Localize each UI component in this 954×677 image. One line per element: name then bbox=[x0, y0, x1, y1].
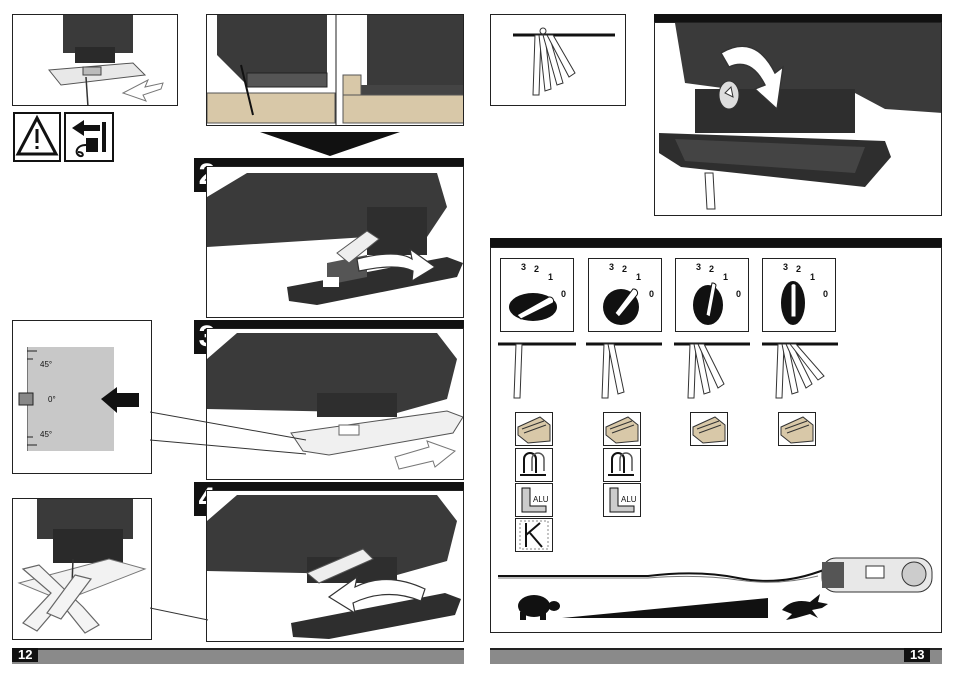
mode-card-1: 3 2 1 0 bbox=[588, 258, 662, 332]
orbit-panel-header-bar bbox=[654, 14, 942, 22]
dial-number-3: 3 bbox=[783, 262, 789, 272]
footer-left bbox=[12, 648, 464, 664]
alu-label: ALU bbox=[621, 495, 637, 504]
blade-orbit-illustration bbox=[513, 27, 615, 96]
orbit-lever-1-icon bbox=[603, 288, 639, 325]
material-wood-icon bbox=[603, 412, 641, 446]
bevel-scale-ticks bbox=[18, 350, 139, 446]
material-aluminium-icon: ALU bbox=[603, 483, 641, 517]
warning-triangle-icon bbox=[13, 112, 61, 162]
unplug-icon bbox=[64, 112, 114, 162]
dial-number-1: 1 bbox=[810, 272, 816, 282]
orbit-chart-header-bar bbox=[490, 238, 942, 247]
orbit-lever-0-icon bbox=[509, 293, 557, 321]
base-on-workpiece-illustration bbox=[207, 15, 463, 125]
step4-illustration bbox=[207, 495, 461, 639]
step3-illustration bbox=[207, 333, 463, 470]
dial-number-3: 3 bbox=[696, 262, 702, 272]
base-on-workpiece-panel bbox=[206, 14, 464, 126]
page-number-right: 13 bbox=[904, 648, 931, 662]
bevel-label-top: 45° bbox=[40, 360, 53, 369]
dial-number-0: 0 bbox=[823, 289, 829, 299]
material-wood-icon bbox=[515, 412, 553, 446]
material-plastic-icon bbox=[515, 448, 553, 482]
mode-card-0: 3 2 1 0 bbox=[500, 258, 574, 332]
orbit-lever-panel bbox=[654, 22, 942, 216]
material-wood-icon bbox=[778, 412, 816, 446]
mode-card-3: 3 2 1 0 bbox=[762, 258, 836, 332]
material-plastic-icon bbox=[603, 448, 641, 482]
bevel-label-middle: 0° bbox=[48, 395, 56, 404]
dial-number-2: 2 bbox=[622, 264, 628, 274]
bevel-label-bottom: 45° bbox=[40, 430, 53, 439]
dial-number-2: 2 bbox=[534, 264, 540, 274]
dial-number-2: 2 bbox=[709, 264, 715, 274]
incorrect-use-panel bbox=[12, 498, 152, 640]
orbit-lever-illustration bbox=[659, 23, 941, 210]
alu-label: ALU bbox=[533, 495, 549, 504]
dial-number-1: 1 bbox=[723, 272, 729, 282]
step4-panel bbox=[206, 490, 464, 642]
step3-header-bar bbox=[194, 320, 464, 328]
dial-number-2: 2 bbox=[796, 264, 802, 274]
orbit-lever-2-icon bbox=[693, 282, 723, 325]
step4-header-bar bbox=[194, 482, 464, 490]
blade-release-panel bbox=[12, 14, 178, 106]
dial-number-3: 3 bbox=[521, 262, 527, 272]
blade-orbit-panel bbox=[490, 14, 626, 106]
dial-number-0: 0 bbox=[736, 289, 742, 299]
dial-number-1: 1 bbox=[548, 272, 554, 282]
dial-number-1: 1 bbox=[636, 272, 642, 282]
dial-number-0: 0 bbox=[561, 289, 567, 299]
dial-number-3: 3 bbox=[609, 262, 615, 272]
speed-illustration bbox=[498, 557, 933, 593]
dial-number-0: 0 bbox=[649, 289, 655, 299]
step2-panel bbox=[206, 166, 464, 318]
orbit-lever-3-icon bbox=[781, 281, 805, 325]
speed-ramp bbox=[562, 598, 768, 618]
down-arrow-icon bbox=[260, 132, 400, 156]
page-number-left: 12 bbox=[12, 648, 39, 662]
material-aluminium-icon: ALU bbox=[515, 483, 553, 517]
step3-panel bbox=[206, 328, 464, 480]
hare-icon bbox=[782, 594, 828, 620]
step2-header-bar bbox=[194, 158, 464, 166]
mode-card-2: 3 2 1 0 bbox=[675, 258, 749, 332]
blade-orbit-row bbox=[498, 342, 838, 399]
blade-release-illustration bbox=[48, 15, 164, 105]
incorrect-use-illustration bbox=[17, 499, 147, 634]
material-steel-icon bbox=[515, 518, 553, 552]
callout-lines bbox=[150, 411, 307, 455]
footer-right bbox=[490, 648, 942, 664]
bevel-scale-callout: 45° 0° 45° bbox=[12, 320, 152, 474]
step2-illustration bbox=[207, 167, 463, 317]
callout-line-bottom bbox=[150, 607, 209, 621]
tortoise-icon bbox=[518, 595, 560, 620]
material-wood-icon bbox=[690, 412, 728, 446]
